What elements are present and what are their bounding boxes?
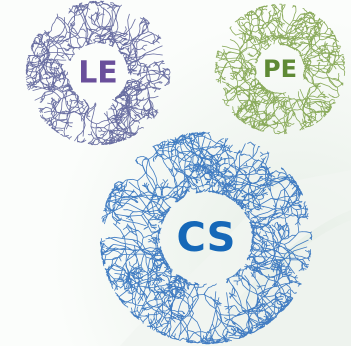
le-label: LE [78,56,118,91]
pe-label: PE [263,55,297,83]
ring-pe: PE [215,4,345,134]
ring-le: LE [26,1,170,145]
cs-label: CS [177,215,236,261]
ring-cs: CS [100,132,312,344]
